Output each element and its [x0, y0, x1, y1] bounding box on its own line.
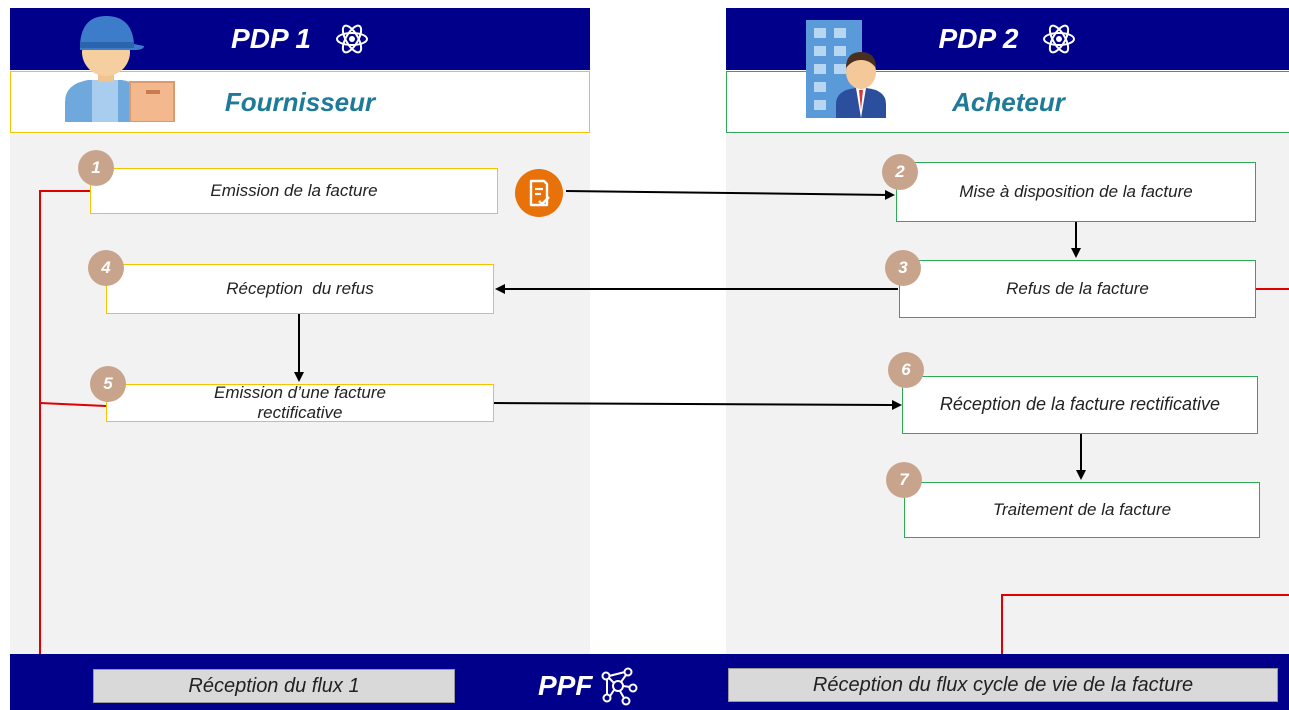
step-1-box: Emission de la facture	[90, 168, 498, 214]
pdp2-title: PDP 2	[938, 23, 1019, 54]
flow-step5-branch	[39, 402, 107, 407]
step-7-badge: 7	[886, 462, 922, 498]
step-7-label: Traitement de la facture	[992, 499, 1172, 519]
step-4-label: Réception du refus	[226, 278, 374, 298]
invoice-icon	[514, 168, 564, 218]
step-1-label: Emission de la facture	[210, 180, 378, 200]
atom-icon	[1042, 22, 1076, 56]
flow-buyer-to-ppf	[996, 594, 1289, 670]
flux-cycle-label: Réception du flux cycle de vie de la fac…	[812, 673, 1194, 696]
delivery-person-icon	[60, 10, 180, 123]
arrow-5-to-6	[493, 399, 902, 410]
step-2-box: Mise à disposition de la facture	[896, 162, 1256, 222]
flux-1-label: Réception du flux 1	[188, 674, 360, 697]
step-2-badge: 2	[882, 154, 918, 190]
buyer-role-label: Acheteur	[952, 86, 1065, 117]
pdp1-title: PDP 1	[231, 23, 311, 54]
step-6-label: Réception de la facture rectificative	[939, 394, 1221, 415]
flux-cycle-box: Réception du flux cycle de vie de la fac…	[728, 668, 1278, 702]
flux-1-box: Réception du flux 1	[93, 669, 455, 703]
step-6-badge: 6	[888, 352, 924, 388]
step-2-label: Mise à disposition de la facture	[959, 181, 1193, 201]
step-3-label: Refus de la facture	[1006, 278, 1149, 298]
step-4-box: Réception du refus	[106, 264, 494, 314]
supplier-role-label: Fournisseur	[224, 86, 376, 117]
step-4-badge: 4	[88, 250, 124, 286]
step-1-badge: 1	[78, 150, 114, 186]
building-person-icon	[800, 14, 900, 118]
step-5-box: Emission d’une facture rectificative	[106, 382, 494, 422]
network-icon	[598, 666, 638, 706]
ppf-label: PPF	[538, 670, 593, 701]
step-7-box: Traitement de la facture	[904, 482, 1260, 538]
step-6-box: Réception de la facture rectificative	[902, 376, 1258, 434]
flow-supplier-to-ppf	[39, 190, 90, 692]
arrow-1-to-2	[565, 189, 895, 200]
step-5-badge: 5	[90, 366, 126, 402]
atom-icon	[335, 22, 369, 56]
step-3-box: Refus de la facture	[899, 260, 1256, 318]
step-5-label: Emission d’une facture rectificative	[214, 382, 386, 422]
step-3-badge: 3	[885, 250, 921, 286]
ppf-title: PPF	[538, 664, 638, 708]
